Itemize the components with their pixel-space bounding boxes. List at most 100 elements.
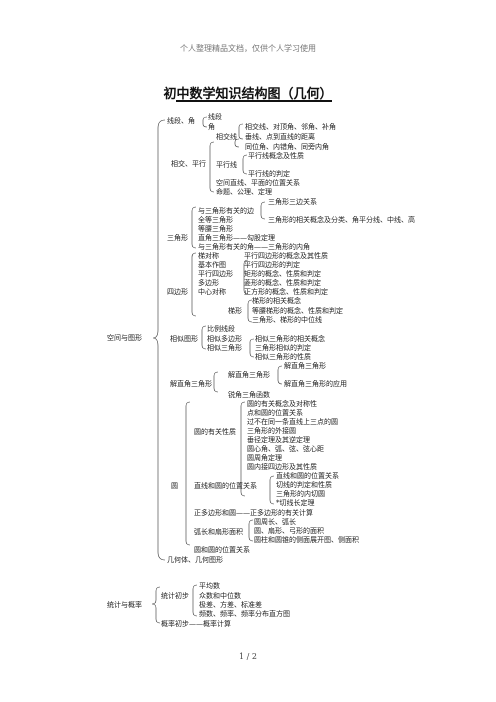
bracket-arc (248, 519, 254, 542)
bracket-geometry (152, 119, 166, 561)
similar-triangle-item-3: 相似三角形的性质 (255, 353, 311, 361)
circle-polygon: 正多边形和圆——正多边形的有关计算 (194, 509, 313, 517)
circle-pos-3: 三角形的内切圆 (276, 490, 325, 498)
angle-item-2: 垂线、点到直线的距离 (245, 133, 315, 141)
parallelogram-item-1: 平行四边形的概念及其性质 (244, 252, 328, 260)
triangle-related-1: 三角形三边关系 (268, 198, 317, 206)
circle-prop-2: 点和圆的位置关系 (247, 409, 303, 417)
lines-item-angle: 角 (208, 123, 215, 131)
bracket-circle-position (269, 475, 275, 505)
arc-label: 弧长和扇形面积 (194, 528, 243, 536)
bracket-trapezoid (247, 299, 253, 323)
title-underline (176, 100, 332, 102)
circle-label: 圆 (171, 482, 178, 490)
right-triangle-label: 解直角三角形 (170, 380, 212, 388)
similar-triangle-item-2: 三角形相似的判定 (255, 344, 311, 352)
triangle-item-4: 与三角形有关的角——三角形的内角 (198, 243, 310, 251)
quad-item-5: 中心对称 (198, 288, 226, 296)
arc-item-1: 圆周长、弧长 (254, 518, 296, 526)
triangle-item-3: 直角三角形——勾股定理 (198, 234, 275, 242)
angle-item-3: 同位角、内错角、同旁内角 (245, 143, 329, 151)
bracket-parallelogram (243, 259, 249, 295)
intersect-item-1: 空间直线、平面的位置关系 (216, 179, 300, 187)
bracket-triangle (191, 206, 197, 249)
bracket-parallel (242, 154, 248, 175)
trapezoid-item-1: 梯形的相关概念 (252, 297, 301, 305)
arc-item-2: 圆、扇形、弓形的面积 (254, 527, 324, 535)
bracket-similar (201, 325, 207, 350)
stat-intro-label: 统计初步 (161, 592, 189, 600)
two-circles: 圆和圆的位置关系 (194, 546, 250, 554)
bracket-stat-intro (192, 584, 198, 617)
similar-label: 相似图形 (170, 335, 198, 343)
circle-prop-5: 垂径定理及其逆定理 (247, 436, 310, 444)
root-statistics: 统计与概率 (107, 601, 142, 609)
circle-pos-1: 直线和圆的位置关系 (276, 472, 339, 480)
bracket-lines (202, 116, 208, 128)
parallelogram-item-3: 矩形的概念、性质和判定 (244, 270, 321, 278)
trig-item: 锐角三角函数 (228, 391, 270, 399)
bracket-statistics (151, 586, 161, 624)
quad-item-1: 梯对称 (198, 252, 219, 260)
bracket-right-triangle (213, 371, 219, 393)
similar-item-3: 相似三角形 (207, 344, 242, 352)
triangle-item-2: 等腰三角形 (198, 225, 233, 233)
triangle-related-label: 与三角形有关的边 (198, 207, 254, 215)
similar-item-1: 比例线段 (207, 325, 235, 333)
probability-item: 概率初步——概率计算 (161, 620, 231, 628)
circle-pos-2: 切线的判定和性质 (276, 481, 332, 489)
circle-prop-7: 圆周角定理 (247, 454, 282, 462)
circle-position-label: 直线和圆的位置关系 (194, 482, 257, 490)
arc-item-3: 圆柱和圆锥的侧面展开图、侧面积 (254, 536, 359, 544)
angle-item-1: 相交线、对顶角、邻角、补角 (245, 123, 336, 131)
similar-triangle-item-1: 相似三角形的相关概念 (255, 335, 325, 343)
circle-pos-4: *切线长定理 (276, 499, 315, 507)
triangle-related-2: 三角形的相关概念及分类、角平分线、中线、高 (268, 216, 415, 224)
intersect-line-label: 相交线 (216, 133, 237, 141)
triangle-item-1: 全等三角形 (198, 216, 233, 224)
solve-item-1: 解直角三角形 (284, 362, 326, 370)
lines-label: 线段、角 (167, 117, 195, 125)
header-note: 个人整理精品文档，仅供个人学习使用 (180, 44, 316, 53)
lines-item-segment: 线段 (208, 113, 222, 121)
bracket-angle-3 (234, 138, 240, 148)
bracket-circle-props (240, 401, 246, 497)
circle-prop-1: 圆的有关概念及对称性 (247, 400, 317, 408)
parallelogram-item-5: 正方形的概念、性质和判定 (244, 288, 328, 296)
solids-label: 几何体、几何图形 (167, 556, 223, 564)
bracket-triangle-related (260, 201, 266, 220)
stat-item-4: 频数、频率、频率分布直方图 (199, 610, 290, 618)
page-title: 初中数学知识结构图（几何） (163, 87, 333, 102)
trapezoid-label: 梯形 (228, 307, 242, 315)
bracket-circle (185, 401, 191, 546)
triangle-label: 三角形 (167, 234, 188, 242)
bracket-solve (277, 365, 283, 385)
bracket-angle-items (238, 123, 244, 140)
quad-item-3: 平行四边形 (198, 270, 233, 278)
trapezoid-item-3: 三角形、梯形的中位线 (252, 316, 322, 324)
circle-prop-6: 圆心角、弧、弦、弦心距 (247, 445, 324, 453)
parallel-label: 平行线 (216, 161, 237, 169)
solve-label: 解直角三角形 (228, 371, 270, 379)
quad-item-2: 基本作图 (198, 261, 226, 269)
stat-item-1: 平均数 (199, 582, 220, 590)
circle-prop-8: 圆内接四边形及其性质 (247, 463, 317, 471)
page-number: 1 / 2 (239, 652, 257, 661)
parallel-item-1: 平行线概念及性质 (248, 152, 304, 160)
parallel-item-2: 平行线的判定 (248, 170, 290, 178)
circle-prop-3: 过不在同一条直线上三点的圆 (247, 418, 338, 426)
stat-item-2: 众数和中位数 (199, 592, 241, 600)
stat-item-3: 极差、方差、标准差 (199, 601, 262, 609)
root-geometry: 空间与图形 (107, 334, 142, 342)
bracket-intersect (209, 141, 215, 193)
trapezoid-item-2: 等腰梯形的概念、性质和判定 (252, 307, 343, 315)
intersect-parallel-label: 相交、平行 (171, 160, 206, 168)
similar-item-2: 相似多边形 (207, 335, 242, 343)
parallelogram-item-4: 菱形的概念、性质和判定 (244, 279, 321, 287)
bracket-similar-triangle (249, 338, 255, 358)
circle-prop-4: 三角形的外接圆 (247, 427, 296, 435)
intersect-item-2: 命题、公理、定理 (216, 188, 272, 196)
circle-props-label: 圆的有关性质 (194, 428, 236, 436)
